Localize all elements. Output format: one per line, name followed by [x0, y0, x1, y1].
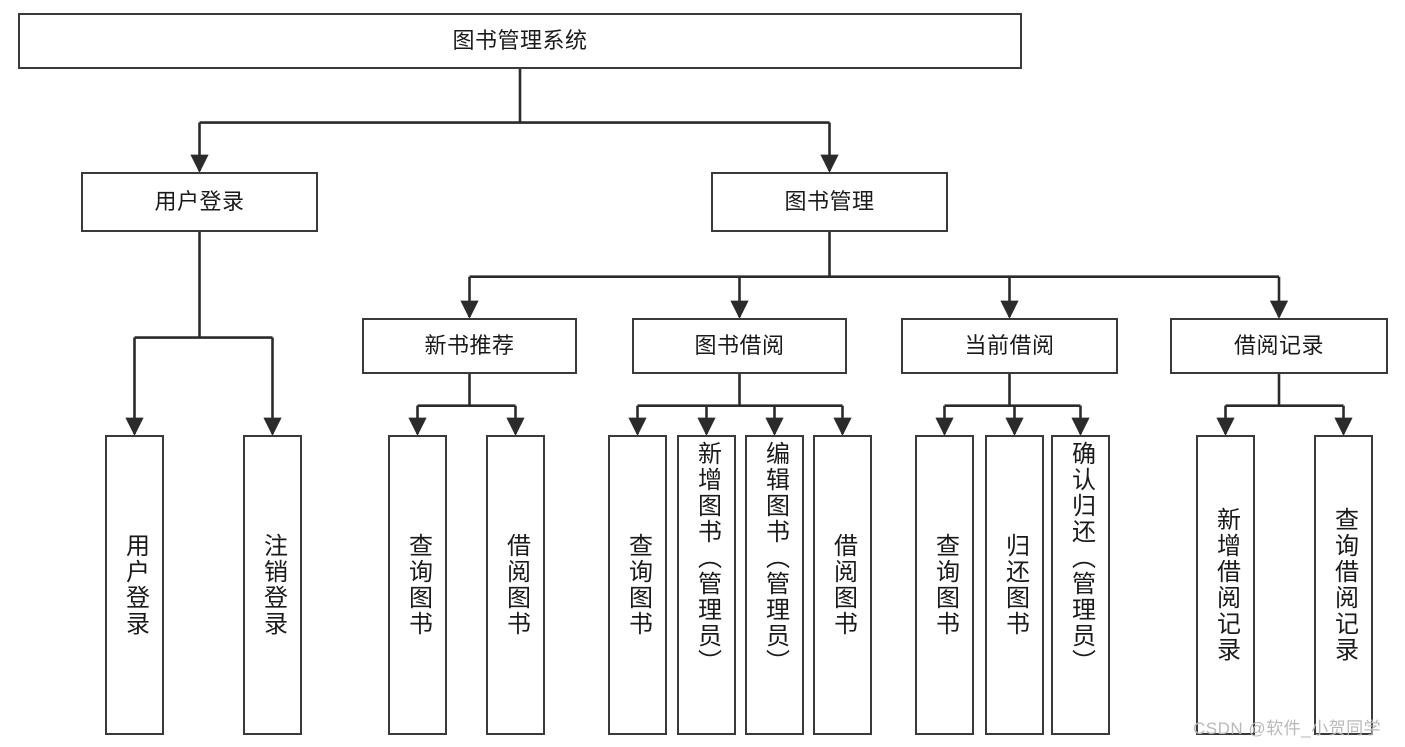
node-label: 编辑图书（管理员） [761, 441, 789, 675]
node-label: 注销登录 [259, 533, 287, 637]
node-label: 新书推荐 [424, 332, 515, 358]
node-label: 查询图书 [624, 533, 652, 637]
node-label: 用户登录 [121, 533, 149, 637]
node-l-edit[interactable]: 编辑图书（管理员） [745, 435, 804, 735]
node-label: 确认归还（管理员） [1067, 441, 1095, 675]
node-l-borrow1[interactable]: 借阅图书 [486, 435, 545, 735]
node-l-logout[interactable]: 注销登录 [243, 435, 302, 735]
node-label: 新增图书（管理员） [693, 441, 721, 675]
node-label: 新增借阅记录 [1212, 507, 1240, 663]
node-l-query3[interactable]: 查询图书 [915, 435, 974, 735]
node-label: 借阅图书 [829, 533, 857, 637]
node-label: 查询图书 [931, 533, 959, 637]
node-l-query2[interactable]: 查询图书 [608, 435, 667, 735]
node-label: 图书管理 [784, 188, 875, 214]
node-login[interactable]: 用户登录 [81, 172, 318, 232]
node-current[interactable]: 当前借阅 [901, 318, 1118, 374]
node-records[interactable]: 借阅记录 [1170, 318, 1388, 374]
node-l-queryrec[interactable]: 查询借阅记录 [1314, 435, 1373, 735]
node-l-return[interactable]: 归还图书 [985, 435, 1044, 735]
node-root[interactable]: 图书管理系统 [18, 13, 1022, 69]
node-label: 归还图书 [1001, 533, 1029, 637]
node-label: 用户登录 [154, 188, 245, 214]
node-label: 当前借阅 [964, 332, 1055, 358]
node-l-add[interactable]: 新增图书（管理员） [677, 435, 736, 735]
node-label: 查询图书 [404, 533, 432, 637]
node-l-query1[interactable]: 查询图书 [388, 435, 447, 735]
node-borrow[interactable]: 图书借阅 [632, 318, 847, 374]
node-label: 借阅图书 [502, 533, 530, 637]
node-l-borrow2[interactable]: 借阅图书 [813, 435, 872, 735]
node-l-confirm[interactable]: 确认归还（管理员） [1051, 435, 1110, 735]
node-newrec[interactable]: 新书推荐 [362, 318, 577, 374]
node-label: 图书借阅 [694, 332, 785, 358]
node-label: 查询借阅记录 [1330, 507, 1358, 663]
node-l-login[interactable]: 用户登录 [105, 435, 164, 735]
node-bookmgr[interactable]: 图书管理 [711, 172, 948, 232]
node-l-addrec[interactable]: 新增借阅记录 [1196, 435, 1255, 735]
node-label: 借阅记录 [1233, 332, 1324, 358]
node-label: 图书管理系统 [452, 27, 588, 53]
